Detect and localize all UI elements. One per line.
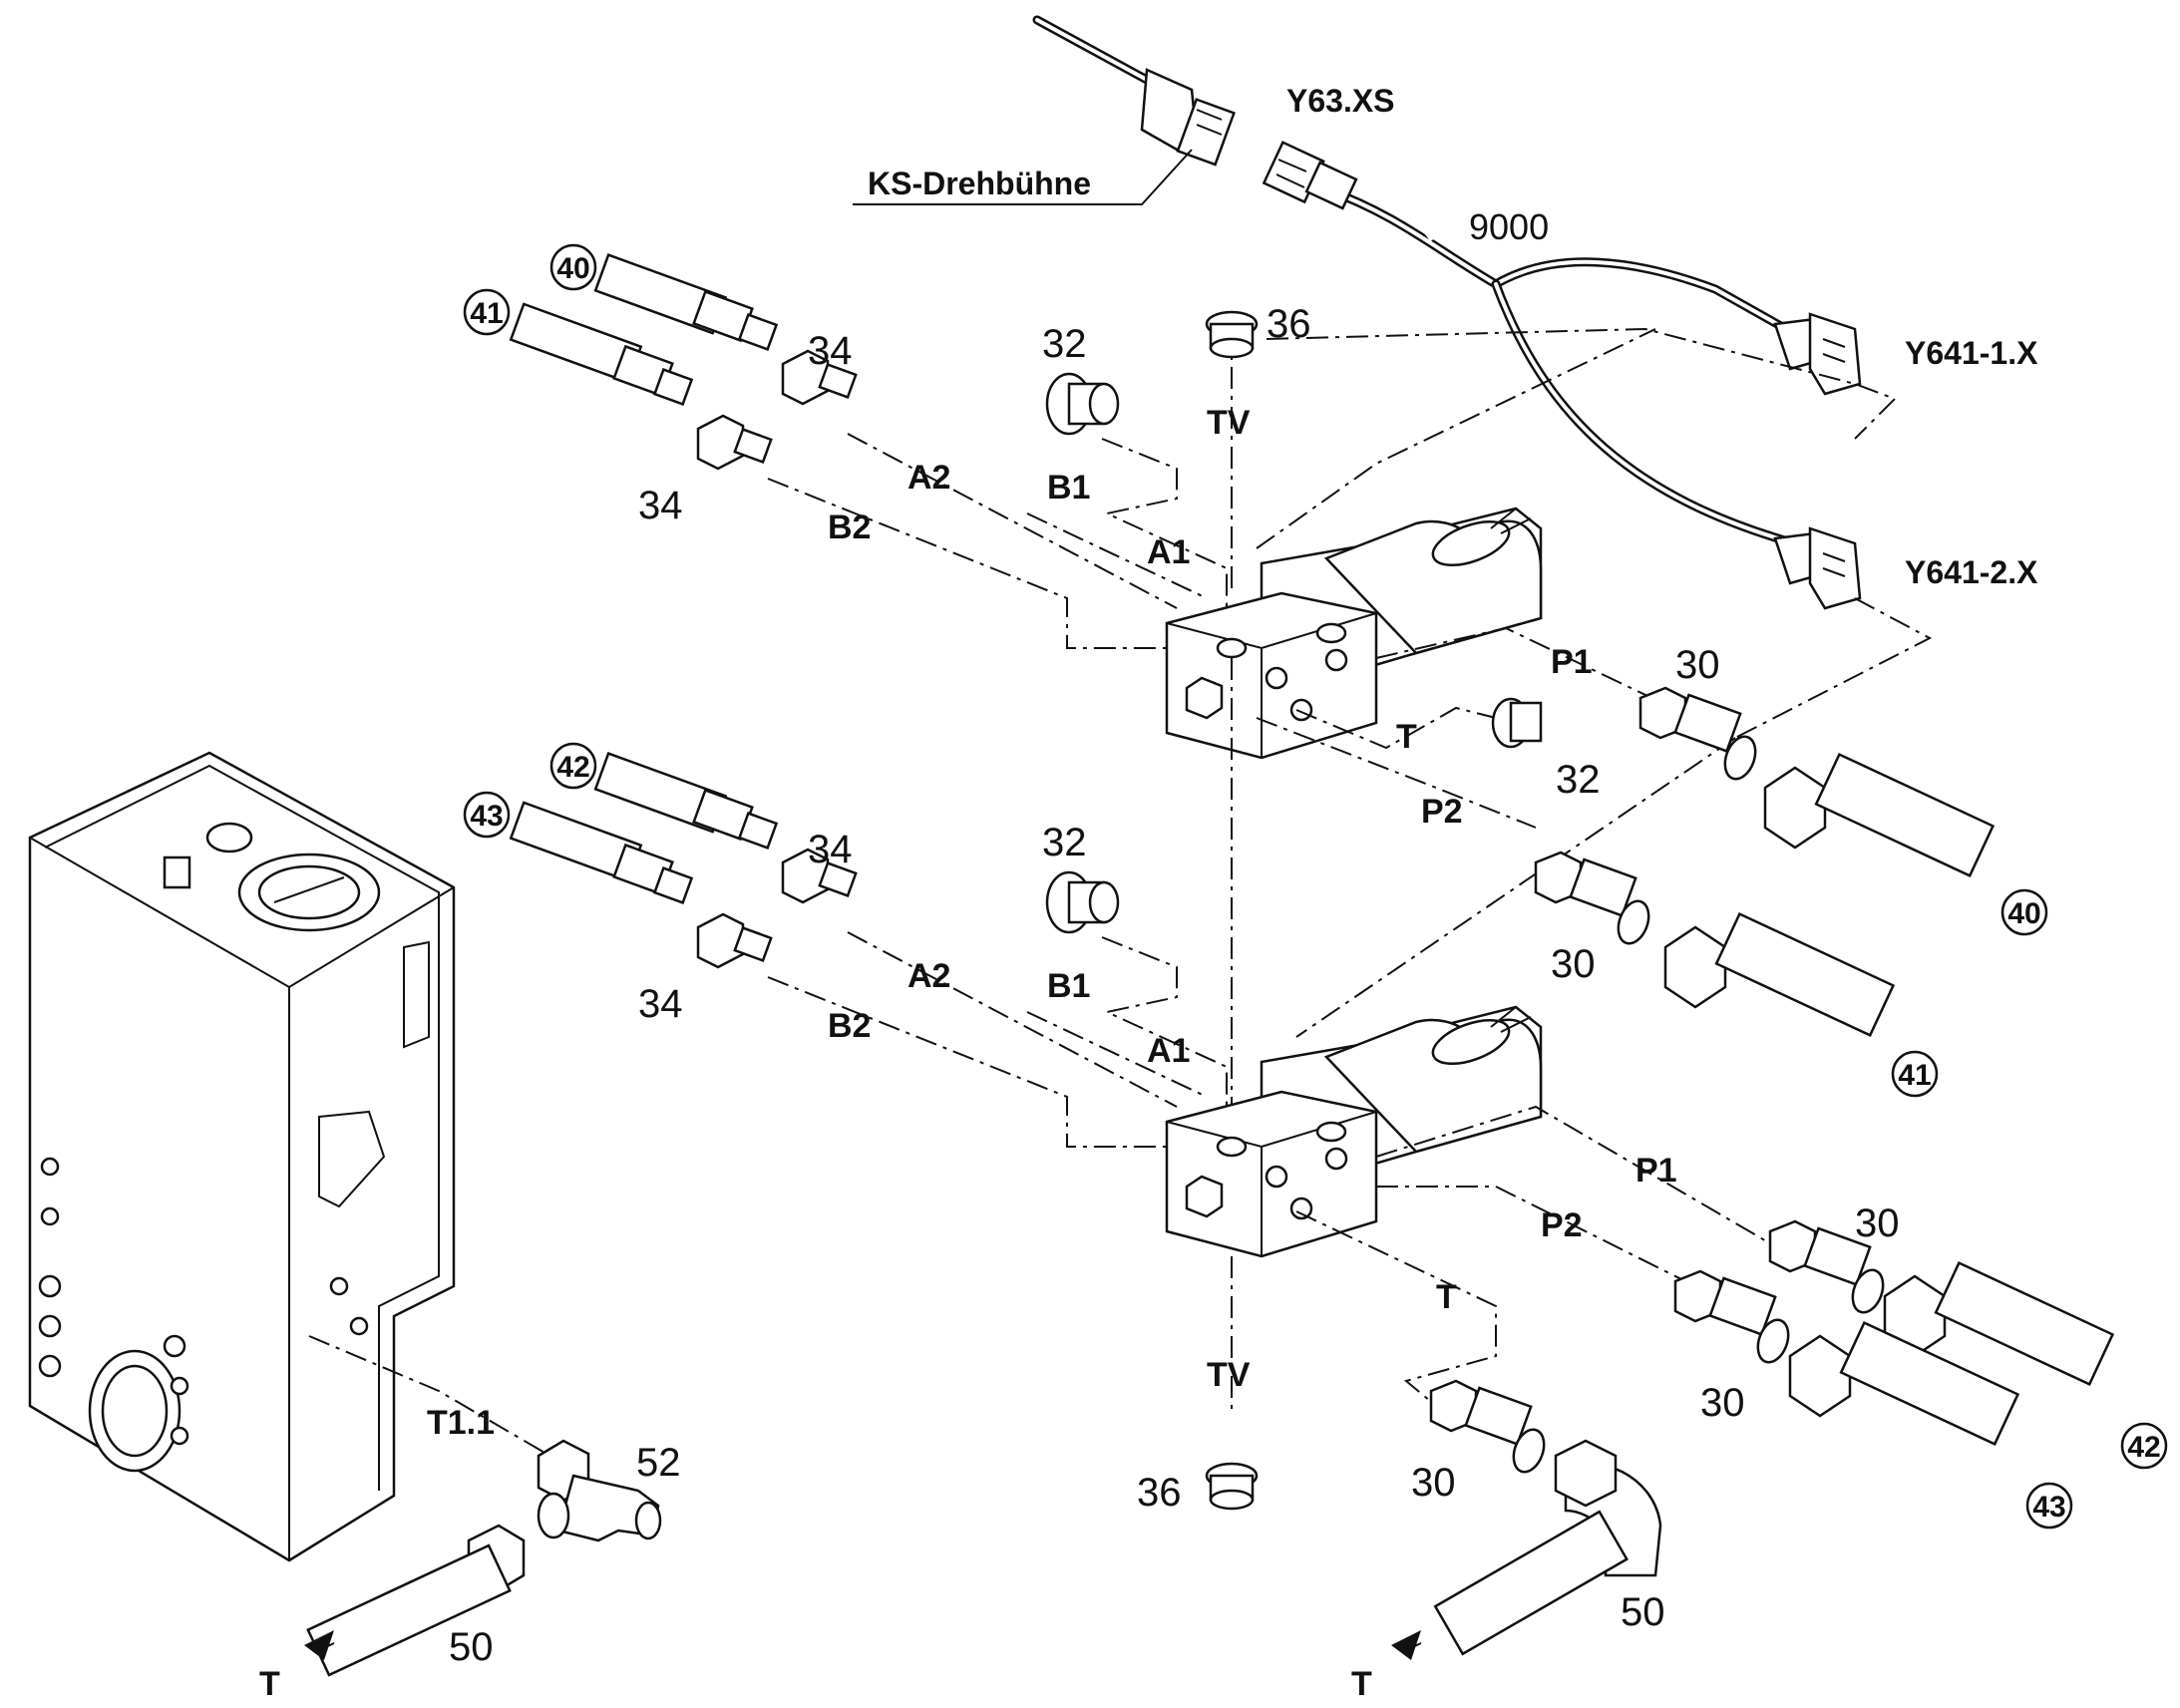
label-30: 30 xyxy=(1551,942,1596,986)
label-tv: TV xyxy=(1207,1356,1251,1394)
lower-leaders xyxy=(767,931,1776,1407)
label-34: 34 xyxy=(638,484,683,527)
label-p2: P2 xyxy=(1541,1206,1583,1244)
circle-41: 41 xyxy=(1898,1059,1931,1092)
circle-40: 40 xyxy=(2007,897,2040,930)
label-y63: Y63.XS xyxy=(1286,83,1395,119)
label-t11: T1.1 xyxy=(427,1404,495,1442)
label-50: 50 xyxy=(1621,1590,1665,1634)
circle-42: 42 xyxy=(556,751,589,784)
y63-plug xyxy=(1262,141,1358,210)
label-34: 34 xyxy=(808,828,853,871)
label-p2: P2 xyxy=(1421,793,1463,831)
circle-42: 42 xyxy=(2127,1431,2160,1464)
label-30: 30 xyxy=(1700,1381,1745,1425)
upper-fittings xyxy=(509,253,1996,1037)
circle-41: 41 xyxy=(470,297,503,330)
label-a1: A1 xyxy=(1147,1032,1190,1070)
label-b1: B1 xyxy=(1047,469,1090,507)
label-y641-2: Y641-2.X xyxy=(1905,554,2038,590)
label-34: 34 xyxy=(638,982,683,1026)
label-p1: P1 xyxy=(1551,643,1593,681)
label-a2: A2 xyxy=(908,957,950,995)
label-34: 34 xyxy=(808,329,853,373)
label-ks-drehbuehne: KS-Drehbühne xyxy=(868,166,1091,201)
label-t: T xyxy=(1436,1278,1457,1316)
circle-43: 43 xyxy=(470,800,503,833)
cable-harness xyxy=(1032,15,1862,610)
lower-valve-block xyxy=(1165,1005,1543,1258)
tank-fittings xyxy=(306,1439,662,1677)
label-52: 52 xyxy=(636,1441,681,1485)
circled-numbers: 40 41 40 41 42 43 42 43 xyxy=(463,243,2168,1530)
upper-valve-block xyxy=(1165,507,1543,760)
label-cable-length: 9000 xyxy=(1469,206,1549,247)
label-30: 30 xyxy=(1675,643,1720,687)
y641-1-connector xyxy=(1773,312,1862,396)
label-b1: B1 xyxy=(1047,967,1090,1005)
label-tv: TV xyxy=(1207,404,1251,442)
label-36: 36 xyxy=(1137,1471,1182,1515)
label-32: 32 xyxy=(1042,322,1087,366)
label-50: 50 xyxy=(449,1625,494,1669)
upper-leaders xyxy=(767,329,1736,1416)
circle-43: 43 xyxy=(2032,1491,2065,1524)
label-a2: A2 xyxy=(908,459,950,497)
label-36: 36 xyxy=(1267,302,1311,346)
label-a1: A1 xyxy=(1147,533,1190,571)
turntable-connector xyxy=(1140,68,1236,167)
label-32: 32 xyxy=(1042,821,1087,864)
label-30: 30 xyxy=(1411,1461,1456,1505)
y641-2-connector xyxy=(1773,526,1862,610)
circle-40: 40 xyxy=(556,252,589,285)
label-t-left: T xyxy=(259,1665,280,1703)
lower-fittings xyxy=(509,752,2115,1656)
label-y641-1: Y641-1.X xyxy=(1905,335,2038,371)
label-30: 30 xyxy=(1855,1201,1900,1245)
arrow-left-icon xyxy=(304,1630,335,1660)
label-b2: B2 xyxy=(828,509,871,546)
label-t: T xyxy=(1396,718,1417,756)
arrow-right-icon xyxy=(1391,1630,1422,1660)
label-p1: P1 xyxy=(1635,1152,1677,1190)
label-32: 32 xyxy=(1556,758,1601,802)
hydraulic-tank xyxy=(28,751,456,1562)
label-b2: B2 xyxy=(828,1007,871,1045)
label-t-right: T xyxy=(1351,1665,1372,1703)
labels: Y63.XS KS-Drehbühne 9000 Y641-1.X Y641-2… xyxy=(259,83,2038,1703)
